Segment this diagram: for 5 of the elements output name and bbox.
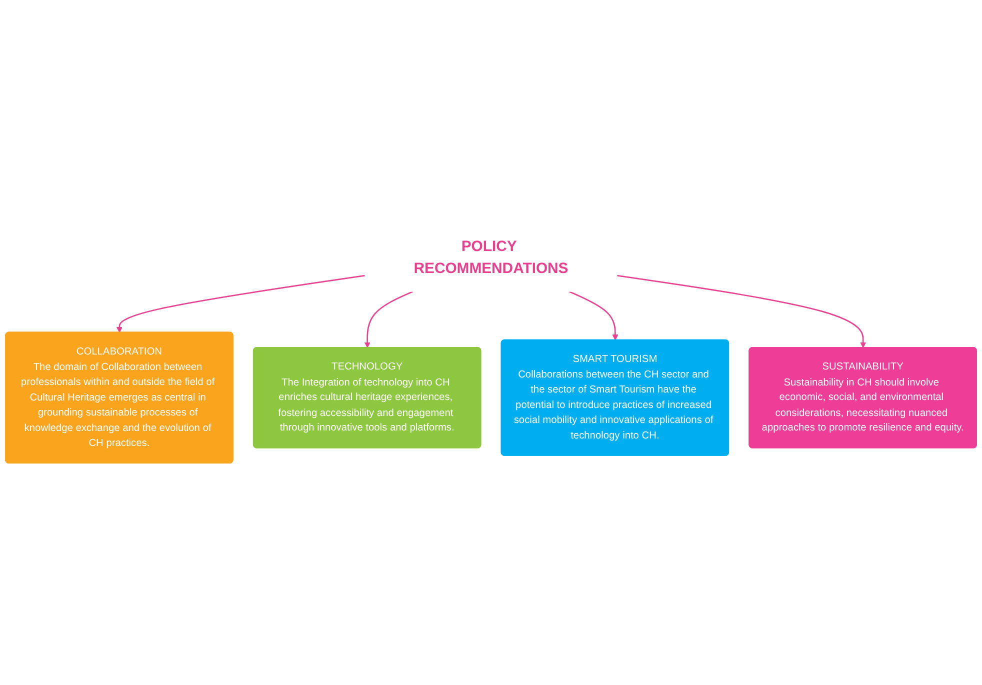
arrow [364,290,414,348]
arrow [616,274,866,348]
arrow [568,290,618,340]
node-text: POLICY RECOMMENDATIONS [414,237,568,276]
arrow [116,274,366,332]
